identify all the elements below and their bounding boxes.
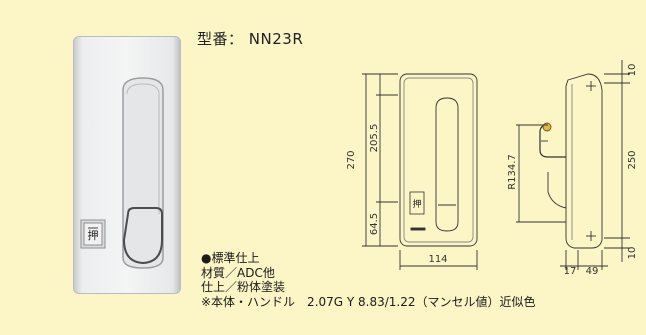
dim-upper-height: 205.5 — [369, 124, 380, 153]
dim-radius: R134.7 — [507, 154, 518, 190]
spec-material: 材質／ADC他 — [201, 265, 275, 280]
spec-block: ●標準仕上 材質／ADC他 仕上／粉体塗装 ※本体・ハンドル 2.07G Y 8… — [201, 251, 536, 309]
dim-overall-height: 270 — [346, 150, 357, 169]
dim-side-height: 250 — [627, 150, 638, 169]
side-view-outline — [565, 73, 603, 249]
dim-bottom-offset: 10 — [627, 247, 638, 260]
photo-placard-text: 押 — [88, 228, 99, 242]
dim-depth-front: 17 — [564, 266, 577, 277]
spec-heading: ●標準仕上 — [201, 251, 260, 265]
model-number: 型番： NN23R — [197, 28, 303, 49]
dim-depth-back: 49 — [586, 266, 599, 277]
dim-lower-height: 64.5 — [369, 213, 380, 235]
dim-width: 114 — [428, 254, 447, 265]
spec-color-note: ※本体・ハンドル 2.07G Y 8.83/1.22（マンセル値）近似色 — [201, 294, 536, 309]
dim-top-offset: 10 — [627, 64, 638, 77]
front-view-outline — [399, 73, 478, 247]
product-photo: 押 — [0, 0, 190, 331]
model-value: NN23R — [248, 30, 304, 48]
spec-finish: 仕上／粉体塗装 — [201, 280, 286, 294]
front-placard-text: 押 — [412, 198, 421, 210]
model-label: 型番： — [197, 30, 244, 48]
